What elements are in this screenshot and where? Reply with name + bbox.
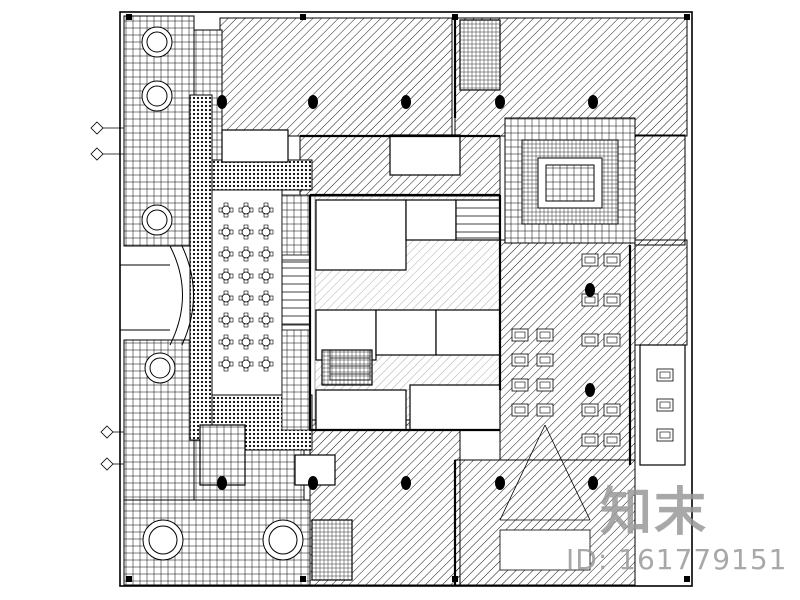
- column-icon: [401, 95, 411, 109]
- section-marker-icon: [90, 147, 124, 161]
- watermark-id: ID: 161779151: [566, 543, 788, 576]
- booth-column: [281, 194, 311, 431]
- section-markers: [90, 121, 124, 471]
- building-outline: [119, 11, 693, 587]
- column-icon: [217, 95, 227, 109]
- column-icon: [401, 476, 411, 490]
- round-table-icon: [142, 519, 184, 561]
- round-table-icon: [141, 204, 173, 236]
- columns: [126, 14, 690, 582]
- column-icon: [588, 476, 598, 490]
- round-tables: [141, 26, 304, 561]
- core-rooms: [199, 19, 686, 581]
- atrium-lines: [499, 424, 591, 571]
- column-icon: [495, 476, 505, 490]
- column-icon: [308, 476, 318, 490]
- carpet-band: [189, 94, 313, 451]
- section-marker-icon: [90, 121, 124, 135]
- dining-hall: [211, 189, 311, 431]
- column-icon: [217, 476, 227, 490]
- lobby-paving: [504, 117, 686, 246]
- round-table-icon: [262, 519, 304, 561]
- column-icon: [585, 283, 595, 297]
- column-icon: [308, 95, 318, 109]
- column-icon: [588, 95, 598, 109]
- round-table-icon: [141, 80, 173, 112]
- column-icon: [585, 383, 595, 397]
- round-table-icon: [141, 26, 173, 58]
- walls: [300, 18, 632, 585]
- column-icon: [495, 95, 505, 109]
- round-table-icon: [144, 352, 176, 384]
- section-marker-icon: [100, 425, 124, 439]
- watermark-logo: 知末: [600, 484, 709, 542]
- section-marker-icon: [100, 457, 124, 471]
- left-entrance: [120, 245, 194, 346]
